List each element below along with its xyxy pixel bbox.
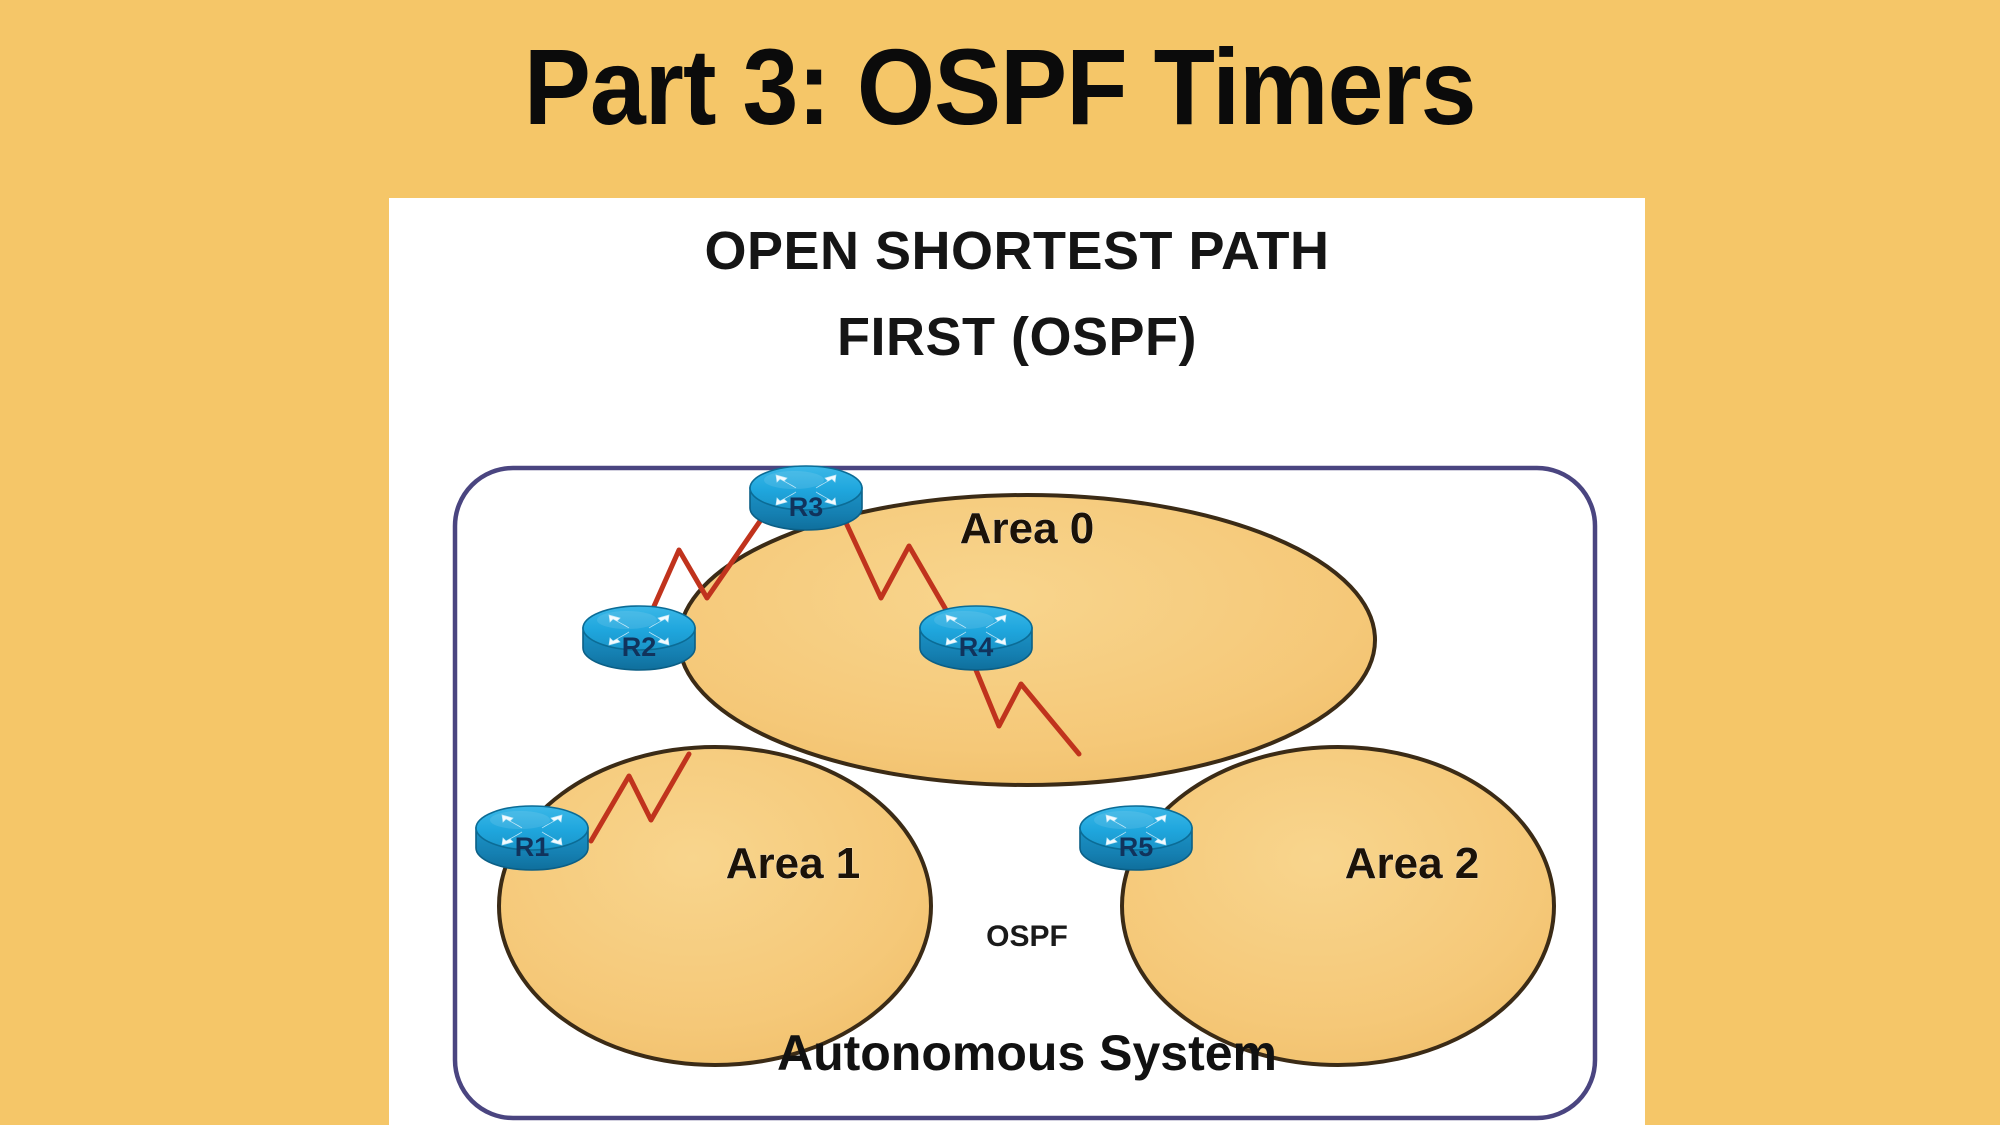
content-panel: OPEN SHORTEST PATH FIRST (OSPF) [389, 198, 1645, 1125]
area-2-label: Area 2 [1345, 839, 1480, 888]
router-r3-label: R3 [789, 492, 824, 522]
link-r1-r2 [588, 751, 692, 844]
heading-line-1: OPEN SHORTEST PATH [704, 221, 1330, 281]
area-2-shape [1120, 745, 1556, 1067]
link-r2-r3 [648, 508, 770, 616]
area-0-label: Area 0 [960, 504, 1095, 553]
router-r5[interactable]: R5 [1079, 805, 1193, 871]
router-r5-label: R5 [1119, 832, 1154, 862]
ospf-protocol-label: OSPF [986, 920, 1068, 953]
page-title: Part 3: OSPF Timers [524, 26, 1477, 147]
autonomous-system-label: Autonomous System [777, 1025, 1277, 1081]
ospf-network-diagram: R3 R2 R4 R1 [389, 198, 1645, 1125]
router-r4[interactable]: R4 [919, 605, 1033, 671]
link-r4-r5 [973, 667, 1082, 757]
router-r4-label: R4 [959, 632, 994, 662]
router-r1-label: R1 [515, 832, 550, 862]
router-r2[interactable]: R2 [582, 605, 696, 671]
router-r2-label: R2 [622, 632, 657, 662]
heading-line-2: FIRST (OSPF) [837, 307, 1197, 368]
autonomous-system-boundary [452, 465, 1598, 1121]
link-r3-r4 [838, 509, 952, 618]
heading-block: OPEN SHORTEST PATH FIRST (OSPF) [389, 198, 1645, 381]
area-1-shape [497, 745, 933, 1067]
title-banner: Part 3: OSPF Timers [0, 0, 2000, 198]
area-1-label: Area 1 [726, 839, 861, 888]
router-r1[interactable]: R1 [475, 805, 589, 871]
router-r3[interactable]: R3 [749, 465, 863, 531]
